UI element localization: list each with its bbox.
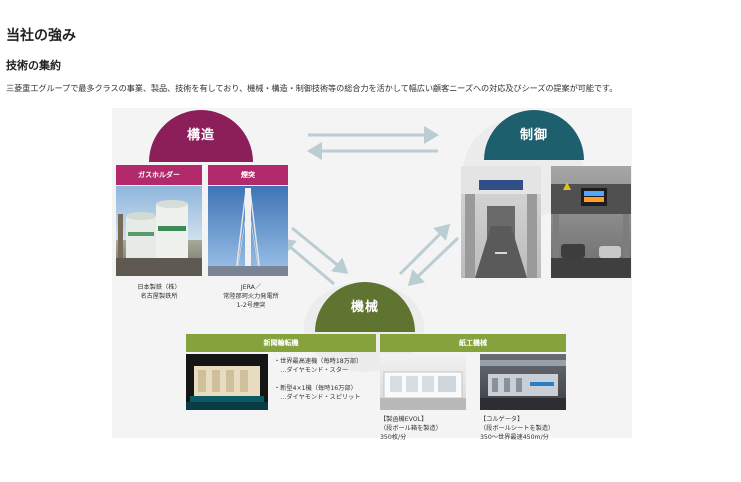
corrugator-caption: 【コルゲータ】 （段ボールシートを製造） 350～世界最速450m/分 [480,416,555,441]
corrugator-photo [480,354,566,410]
newspaper-press-caption: ・世界最高速機（毎時18万部） …ダイヤモンド・スター ・新型4×1機（毎時16… [274,358,363,401]
control-arch: 制御 [484,110,584,160]
arrow-structure-to-machine [291,226,349,274]
evol-photo [380,354,466,410]
evol-caption: 【製函機EVOL】 （段ボール箱を製造） 350枚/分 [380,416,442,441]
lead-text: 三菱重工グループで最多クラスの事業、製品、技術を有しており、機械・構造・制御技術… [6,83,618,93]
structure-arch: 構造 [149,110,253,162]
tag-chimney: 煙突 [208,165,288,185]
chimney-photo [208,186,288,276]
arrow-control-to-machine [407,236,460,287]
tag-newspaper-press: 新聞輪転機 [186,334,376,352]
flow-arrows [279,126,460,287]
newspaper-press-photo [186,354,268,410]
gas-holder-photo [116,186,202,276]
technology-diagram: 構造 制御 機械 ガスホルダー 煙突 日本製鉄（株） [112,108,632,441]
arrow-machine-to-control [398,223,451,276]
tag-paper-machinery: 紙工機械 [380,334,566,352]
chimney-caption: JERA／ 常陸那珂火力発電所 1-2号煙突 [223,284,279,309]
erp-gantry-photo [551,166,631,278]
tag-gas-holder: ガスホルダー [116,165,202,185]
arrow-machine-to-structure [279,238,335,286]
section-title: 技術の集約 [6,59,61,72]
gas-holder-caption: 日本製鉄（株） 名古屋製鉄所 [137,284,181,300]
page-title: 当社の強み [6,28,76,44]
toll-gate-photo [461,166,541,278]
machine-arch: 機械 [315,282,415,332]
